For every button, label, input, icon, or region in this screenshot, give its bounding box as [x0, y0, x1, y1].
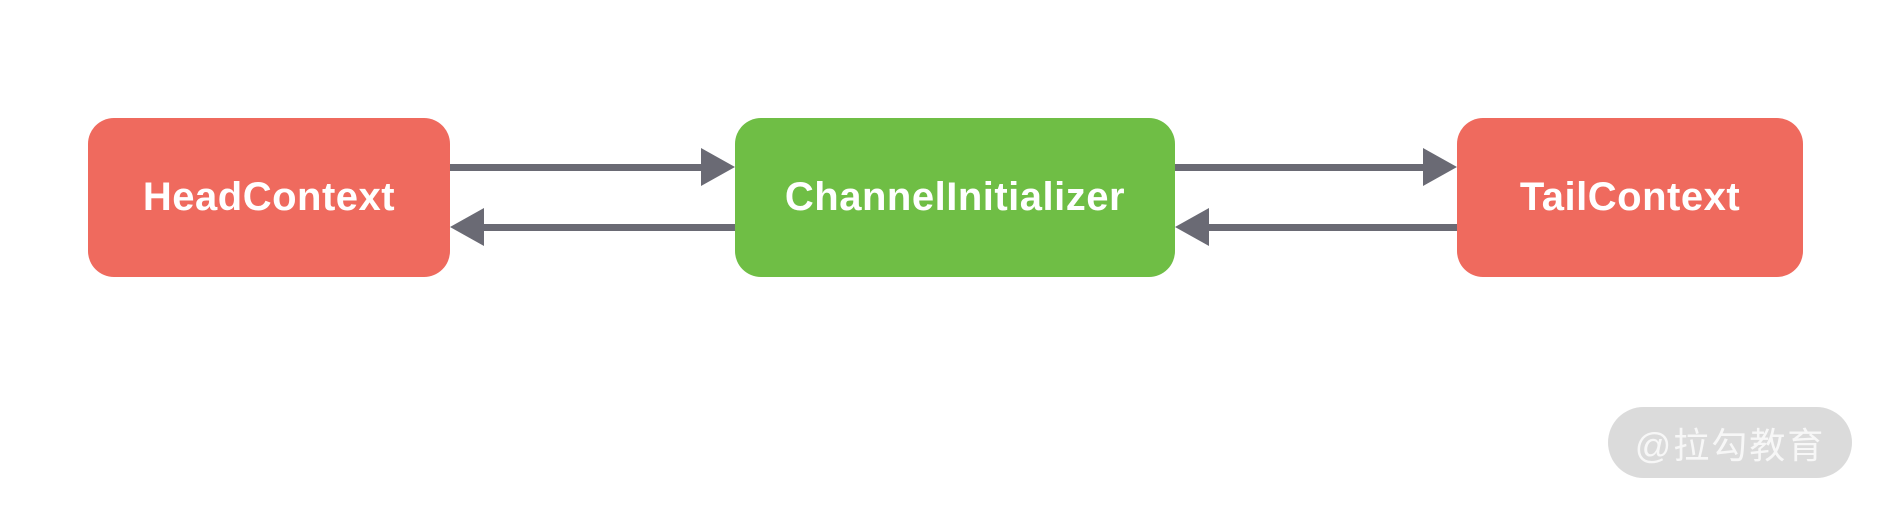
- arrow-channelinitializer-to-headcontext: [450, 208, 735, 246]
- arrow-line: [484, 223, 735, 231]
- node-channelinitializer: ChannelInitializer: [735, 118, 1175, 277]
- node-channelinitializer-label: ChannelInitializer: [784, 175, 1126, 219]
- watermark-label: @拉勾教育: [1634, 424, 1826, 466]
- arrow-tailcontext-to-channelinitializer: [1175, 208, 1457, 246]
- node-headcontext-label: HeadContext: [142, 175, 396, 219]
- arrow-line: [1209, 223, 1457, 231]
- arrow-right-icon: [701, 148, 735, 186]
- arrow-left-icon: [1175, 208, 1209, 246]
- node-tailcontext: TailContext: [1457, 118, 1803, 277]
- arrow-line: [450, 163, 701, 171]
- arrow-line: [1175, 163, 1423, 171]
- arrow-channelinitializer-to-tailcontext: [1175, 148, 1457, 186]
- node-tailcontext-label: TailContext: [1519, 175, 1741, 219]
- arrow-left-icon: [450, 208, 484, 246]
- node-headcontext: HeadContext: [88, 118, 450, 277]
- arrow-right-icon: [1423, 148, 1457, 186]
- arrow-headcontext-to-channelinitializer: [450, 148, 735, 186]
- watermark-badge: @拉勾教育: [1608, 407, 1852, 478]
